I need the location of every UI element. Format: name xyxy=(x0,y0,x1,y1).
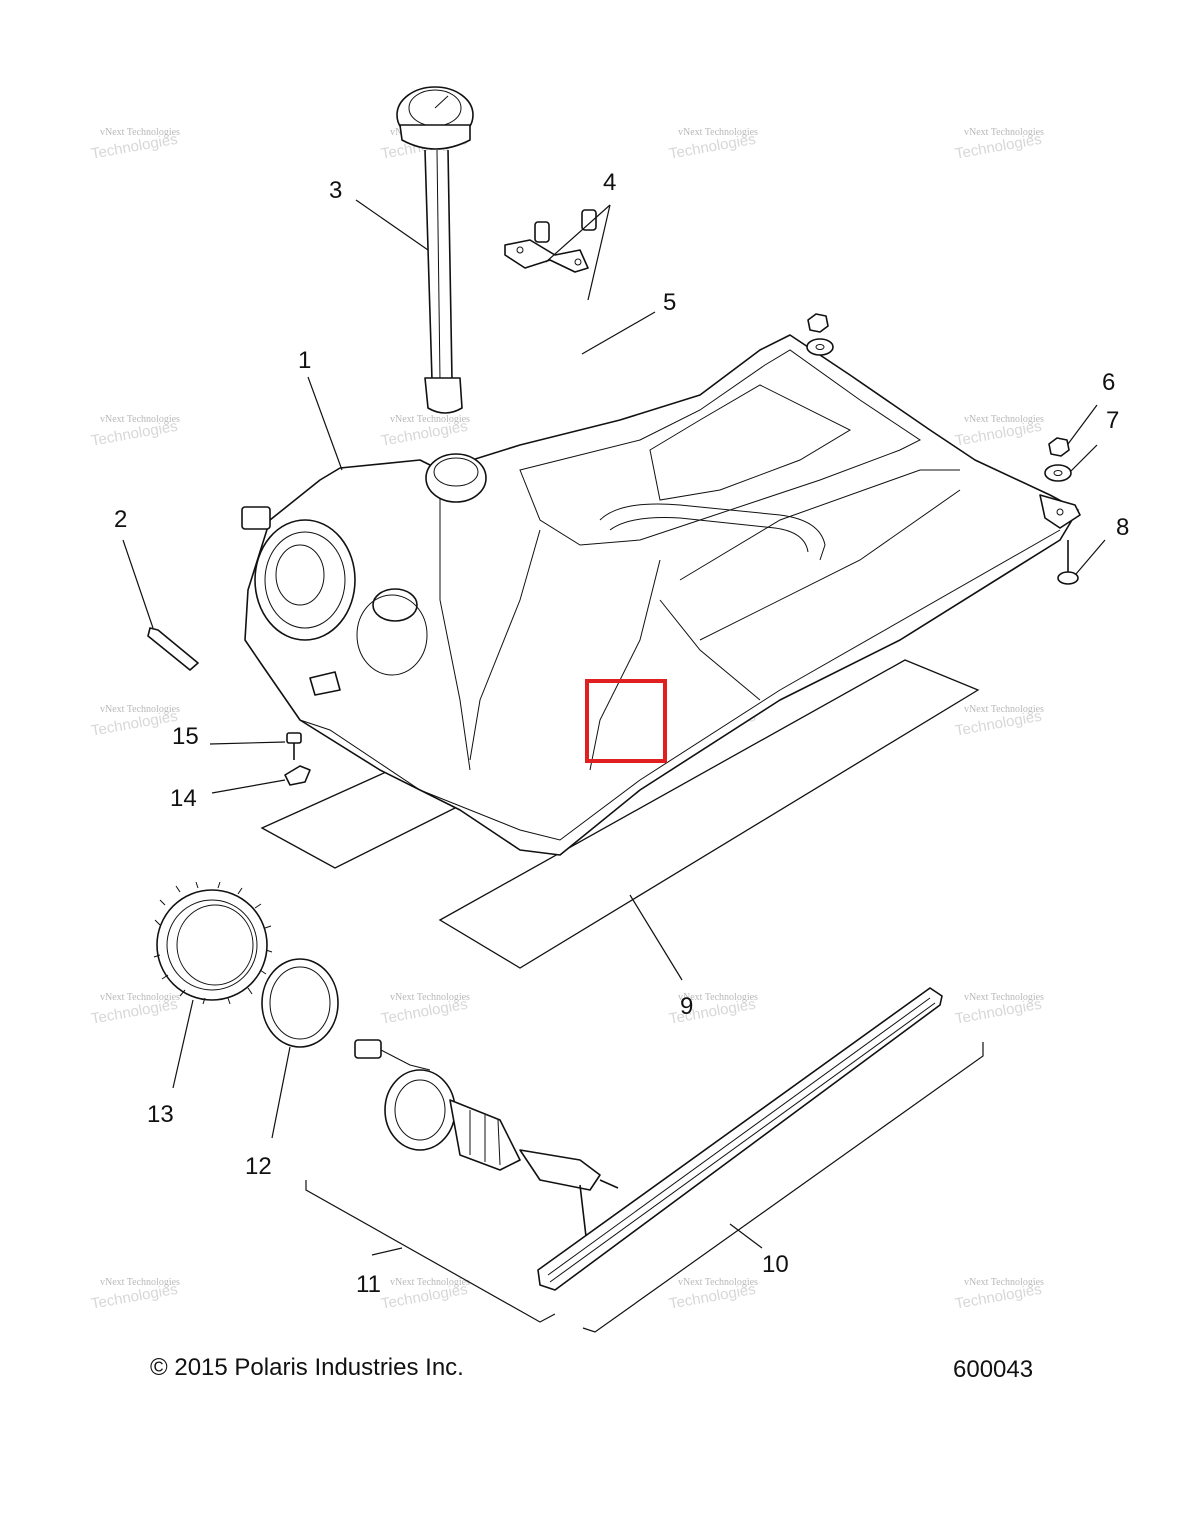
svg-text:vNext Technologies: vNext Technologies xyxy=(390,1277,470,1288)
tank-top-inner xyxy=(649,384,852,501)
tank-top-deck xyxy=(519,349,921,546)
part-1-fuel-tank xyxy=(241,334,1081,856)
callout-13: 13 xyxy=(147,1101,174,1128)
callout-labels: 1 2 3 4 5 6 7 8 9 10 11 12 13 14 15 xyxy=(114,169,1129,1298)
bracket-plate xyxy=(504,239,589,273)
part-6-nut xyxy=(807,313,1070,457)
sender-tube xyxy=(424,149,433,381)
tank-bottom-edge xyxy=(299,529,1061,841)
pump-bracket xyxy=(519,1149,601,1191)
part-12-seal xyxy=(261,958,339,1048)
watermark: vNext Technologies Technologies xyxy=(954,1277,1044,1313)
screw xyxy=(534,221,550,243)
watermark: vNext Technologies Technologies xyxy=(954,414,1044,450)
svg-text:vNext Technologies: vNext Technologies xyxy=(100,704,180,715)
callout-9: 9 xyxy=(680,993,693,1020)
watermark: vNext Technologies Technologies xyxy=(90,704,180,740)
svg-text:vNext Technologies: vNext Technologies xyxy=(390,414,470,425)
part-7-washer xyxy=(806,338,1072,482)
highlight-box xyxy=(585,679,667,763)
callout-5: 5 xyxy=(663,289,676,316)
watermark: vNext Technologies Technologies xyxy=(90,1277,180,1313)
leader-lines xyxy=(122,199,1106,1256)
screw xyxy=(581,209,597,231)
sender-collar xyxy=(399,124,471,150)
watermark: vNext Technologies Technologies xyxy=(668,1277,758,1313)
tank-crease xyxy=(439,480,471,771)
watermark: vNext Technologies Technologies xyxy=(954,704,1044,740)
tank-mount-tab xyxy=(1039,494,1081,529)
part-10-strap xyxy=(537,987,943,1291)
svg-text:vNext Technologies: vNext Technologies xyxy=(390,992,470,1003)
svg-text:vNext Technologies: vNext Technologies xyxy=(964,704,1044,715)
watermark: vNext Technologies Technologies xyxy=(668,127,758,163)
tank-crease xyxy=(469,529,541,761)
svg-text:vNext Technologies: vNext Technologies xyxy=(678,992,758,1003)
copyright-text: © 2015 Polaris Industries Inc. xyxy=(150,1354,464,1381)
sender-float xyxy=(424,377,463,414)
svg-text:vNext Technologies: vNext Technologies xyxy=(100,992,180,1003)
callout-10: 10 xyxy=(762,1251,789,1278)
part-4-screws xyxy=(534,209,597,243)
svg-text:vNext Technologies: vNext Technologies xyxy=(678,127,758,138)
tank-crease xyxy=(699,489,961,641)
callout-7: 7 xyxy=(1106,407,1119,434)
filler-neck xyxy=(425,453,487,503)
tank-reservoir-body xyxy=(356,594,428,676)
tank-crease xyxy=(659,599,761,701)
mount-hole xyxy=(1056,508,1064,516)
tank-pump-opening xyxy=(241,506,356,641)
callout-4: 4 xyxy=(603,169,616,196)
svg-text:vNext Technologies: vNext Technologies xyxy=(100,127,180,138)
tank-rail-inner xyxy=(609,517,809,553)
callout-8: 8 xyxy=(1116,514,1129,541)
tank-body xyxy=(244,334,1079,856)
callout-11: 11 xyxy=(356,1271,381,1298)
svg-text:vNext Technologies: vNext Technologies xyxy=(678,1277,758,1288)
part-11-fuel-pump xyxy=(354,1039,619,1255)
svg-text:vNext Technologies: vNext Technologies xyxy=(100,1277,180,1288)
watermark: vNext Technologies Technologies xyxy=(380,414,470,450)
tank-reservoir-cap xyxy=(372,588,418,622)
watermark: vNext Technologies Technologies xyxy=(90,127,180,163)
svg-text:vNext Technologies: vNext Technologies xyxy=(100,414,180,425)
svg-text:vNext Technologies: vNext Technologies xyxy=(964,1277,1044,1288)
tank-crease xyxy=(679,469,960,581)
watermark: vNext Technologies Technologies xyxy=(954,992,1044,1028)
watermark: vNext Technologies Technologies xyxy=(380,992,470,1028)
bracket-line-10 xyxy=(582,1042,984,1333)
bracket-line-11 xyxy=(305,1180,556,1323)
drawing-number: 600043 xyxy=(953,1356,1034,1383)
part-8-bolt xyxy=(1057,540,1079,585)
pump-connector xyxy=(354,1039,382,1059)
callout-6: 6 xyxy=(1102,369,1115,396)
watermark: vNext Technologies Technologies xyxy=(954,127,1044,163)
svg-text:vNext Technologies: vNext Technologies xyxy=(964,127,1044,138)
callout-1: 1 xyxy=(298,347,311,374)
part-2-strip xyxy=(147,627,199,671)
part-13-lock-ring xyxy=(153,881,273,1005)
callout-2: 2 xyxy=(114,506,127,533)
pad-main xyxy=(438,659,980,969)
watermark: vNext Technologies Technologies xyxy=(380,1277,470,1313)
part-14-clip xyxy=(284,765,311,786)
svg-text:vNext Technologies: vNext Technologies xyxy=(964,992,1044,1003)
filler-neck-inner xyxy=(433,457,479,487)
watermark: vNext Technologies Technologies xyxy=(90,992,180,1028)
callout-12: 12 xyxy=(245,1153,272,1180)
tank-rail xyxy=(599,503,826,561)
sender-tube xyxy=(447,149,453,381)
part-15-bolt xyxy=(286,732,302,760)
svg-text:vNext Technologies: vNext Technologies xyxy=(964,414,1044,425)
callout-14: 14 xyxy=(170,785,197,812)
tank-tab-left xyxy=(309,671,341,696)
part-5-bracket xyxy=(504,239,589,273)
callout-3: 3 xyxy=(329,177,342,204)
part-3-fuel-sender xyxy=(396,86,474,414)
watermark: vNext Technologies Technologies xyxy=(90,414,180,450)
callout-15: 15 xyxy=(172,723,199,750)
